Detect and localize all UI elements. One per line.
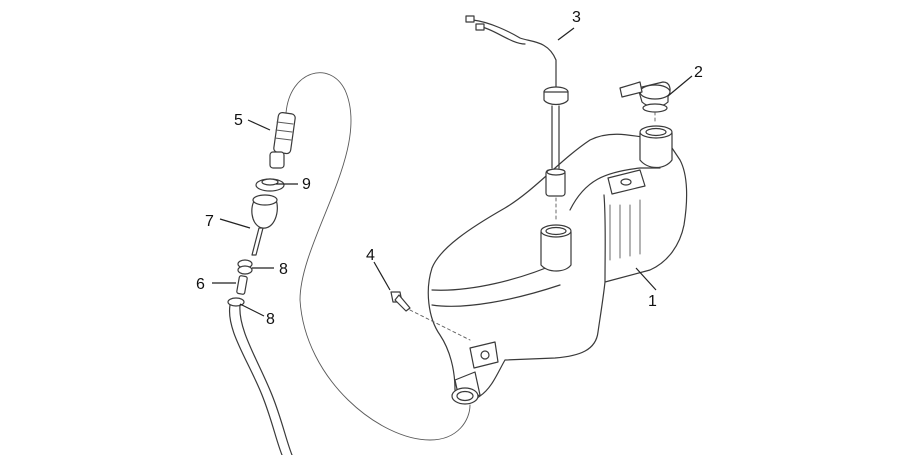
level-sensor[interactable] [465,15,569,197]
filler-cap[interactable] [619,81,671,113]
callout-4: 4 [366,247,375,264]
callout-2: 2 [694,64,703,81]
callout-leaders [212,27,693,317]
callout-5: 5 [234,112,243,129]
return-hose [285,72,471,441]
fuel-line-assembly[interactable] [227,111,296,455]
callout-7: 7 [205,213,214,230]
callout-9: 9 [302,176,311,193]
screw[interactable] [390,291,471,341]
callout-8b: 8 [266,311,275,328]
callout-6: 6 [196,276,205,293]
callout-3: 3 [572,9,581,26]
oil-tank[interactable] [427,125,688,405]
callout-labels: 1 2 3 4 5 6 7 8 8 9 [196,9,703,328]
callout-1: 1 [648,293,657,310]
callout-8a: 8 [279,261,288,278]
